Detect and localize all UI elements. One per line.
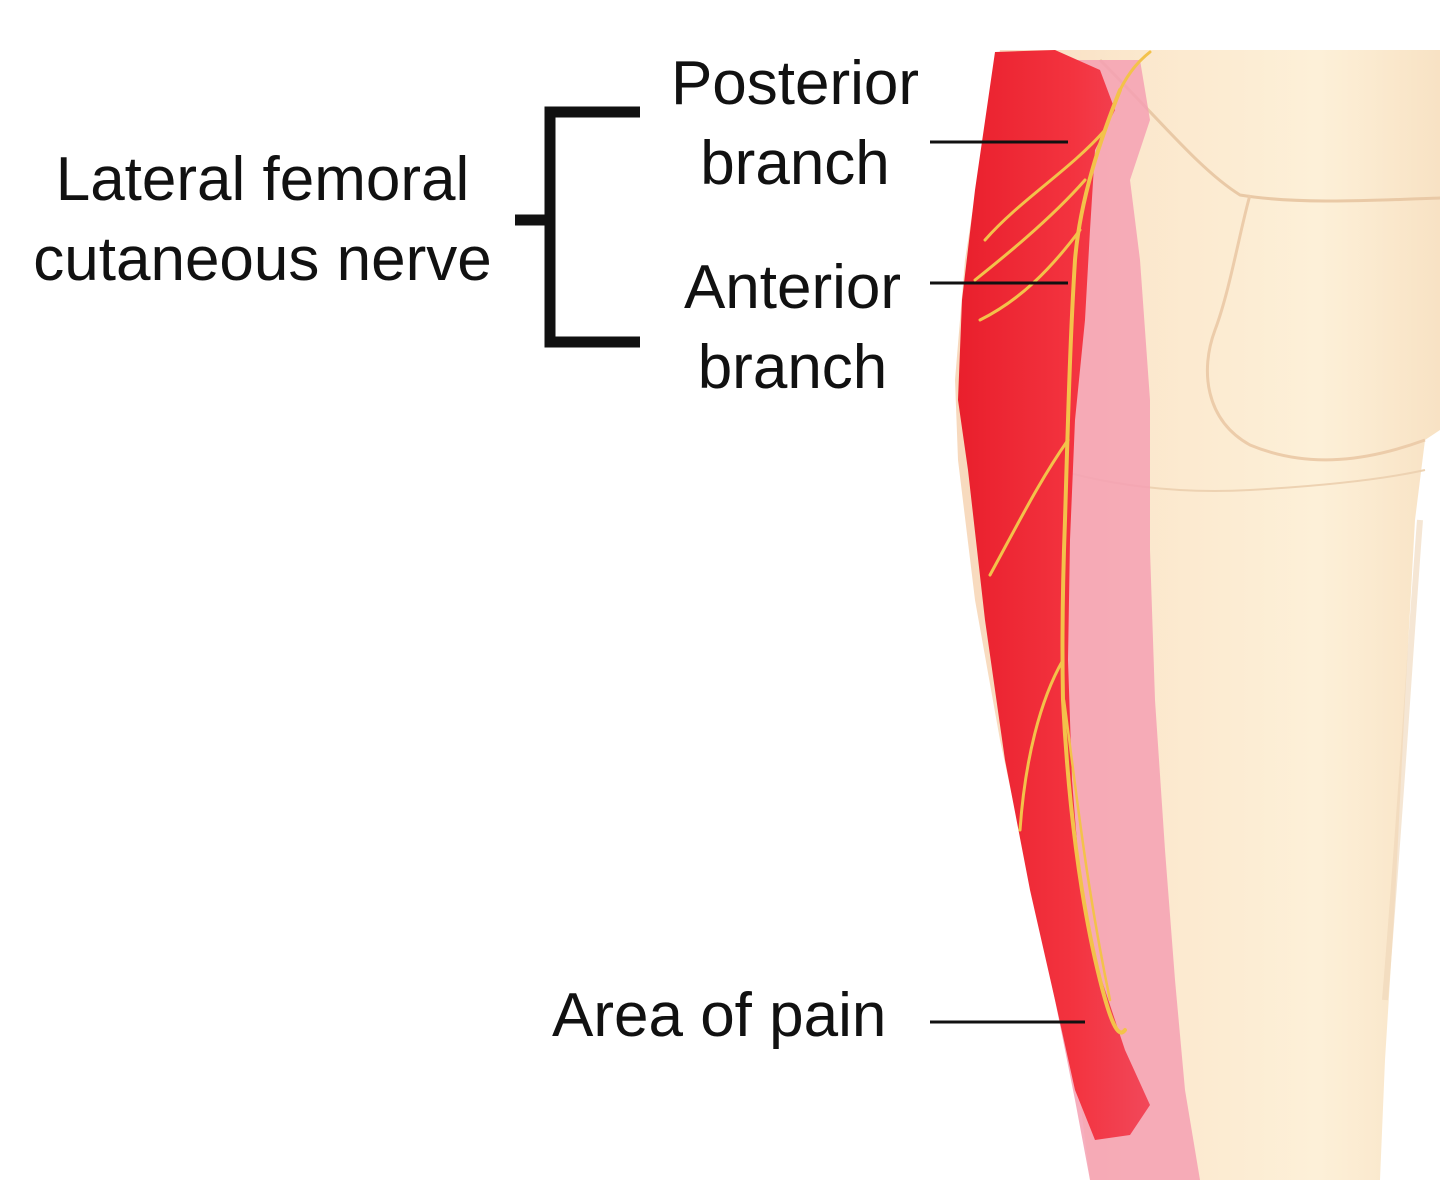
nerve-anterior-branch-1 [988,438,1070,577]
nerve-posterior-branch-mid [973,178,1087,282]
area-of-pain-label-text: Area of pain [552,981,887,1050]
nerve-top-stub [1118,50,1152,92]
nerve-label-line1: Lateral femoral [55,145,470,214]
nerve-bracket [544,106,640,348]
nerve-posterior-branch-upper [983,128,1107,242]
inner-thigh-shadow [1382,519,1423,1001]
anterior-branch-label: Anterior branch [665,248,920,408]
nerve-trunk [1060,88,1127,1035]
posterior-branch-label-line1: Posterior [670,49,920,118]
anterior-branch-label-line2: branch [697,333,888,402]
pain-region [958,50,1150,1140]
anterior-branch-label-line1: Anterior [683,253,902,322]
area-of-pain-label: Area of pain [552,976,886,1056]
posterior-branch-label-line2: branch [700,129,890,198]
nerve-label-line2: cutaneous nerve [33,225,492,294]
nerve-anterior-branch-3 [1062,698,1112,1002]
groin-fold [1205,194,1426,462]
posterior-branch-label: Posterior branch [655,44,935,204]
nerve-anterior-branch-2 [1018,658,1065,832]
hip-fold [1098,58,1440,203]
nerve-label: Lateral femoral cutaneous nerve [10,140,515,300]
